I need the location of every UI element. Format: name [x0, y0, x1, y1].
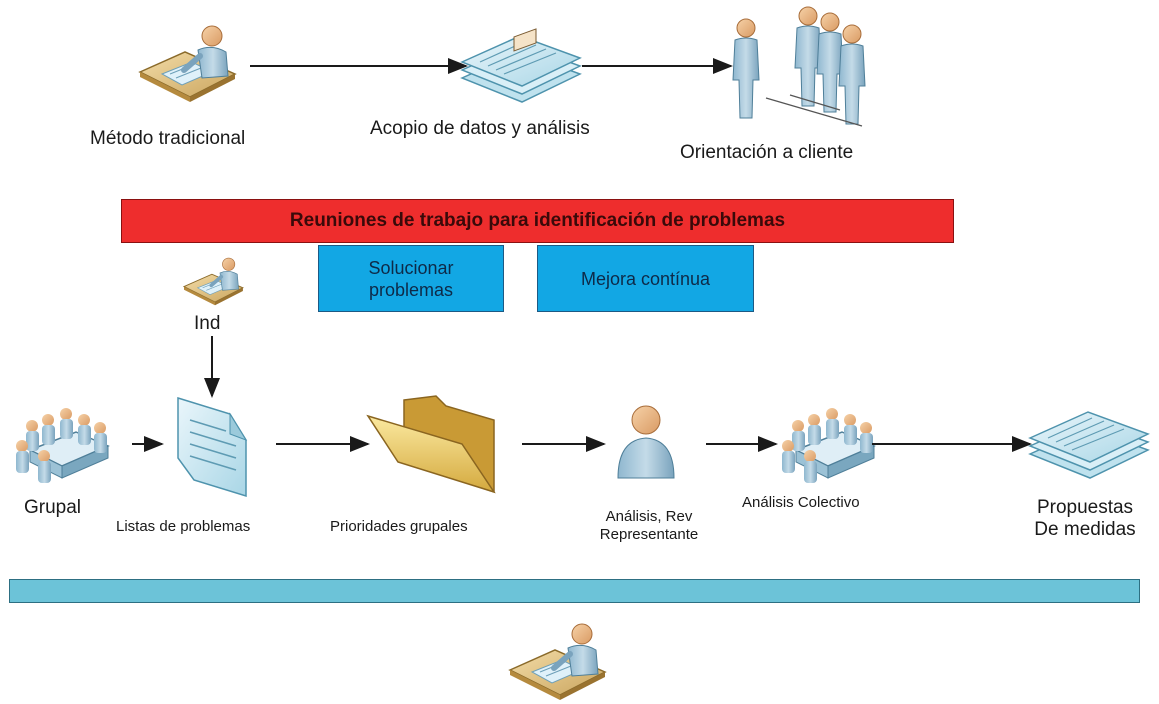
process-base-bar [9, 579, 1140, 603]
propuestas-documents-icon [1029, 411, 1149, 479]
document-icon [177, 396, 248, 498]
analisis-rev-representante-label: Análisis, Rev Representante [599, 508, 699, 543]
orientacion-cliente-label: Orientación a cliente [680, 142, 854, 163]
analisis-colectivo-label: Análisis Colectivo [742, 494, 860, 511]
acopio-datos-label: Acopio de datos y análisis [370, 118, 590, 139]
reuniones-trabajo-banner: Reuniones de trabajo para identificación… [121, 199, 954, 243]
people-group-icon [732, 6, 866, 127]
propuestas-medidas-label: Propuestas De medidas [1034, 497, 1136, 540]
prioridades-grupales-label: Prioridades grupales [330, 518, 468, 535]
mejora-continua-box: Mejora contínua [537, 245, 754, 312]
listas-problemas-label: Listas de problemas [116, 518, 251, 535]
grupal-meeting-icon [15, 407, 109, 484]
metodo-tradicional-label: Método tradicional [90, 128, 246, 149]
folder-icon [366, 395, 496, 494]
solucionar-problemas-box: Solucionar problemas [318, 245, 504, 312]
bottom-desk-person-icon [510, 624, 605, 700]
individual-desk-icon [182, 256, 245, 308]
reuniones-trabajo-label: Reuniones de trabajo para identificación… [289, 210, 786, 231]
metodo-tradicional-icon [140, 26, 235, 102]
colectivo-meeting-icon [781, 407, 875, 484]
ind-label: Ind [194, 313, 221, 334]
person-icon [617, 405, 675, 479]
acopio-datos-icon [461, 28, 581, 103]
grupal-label: Grupal [24, 497, 82, 518]
